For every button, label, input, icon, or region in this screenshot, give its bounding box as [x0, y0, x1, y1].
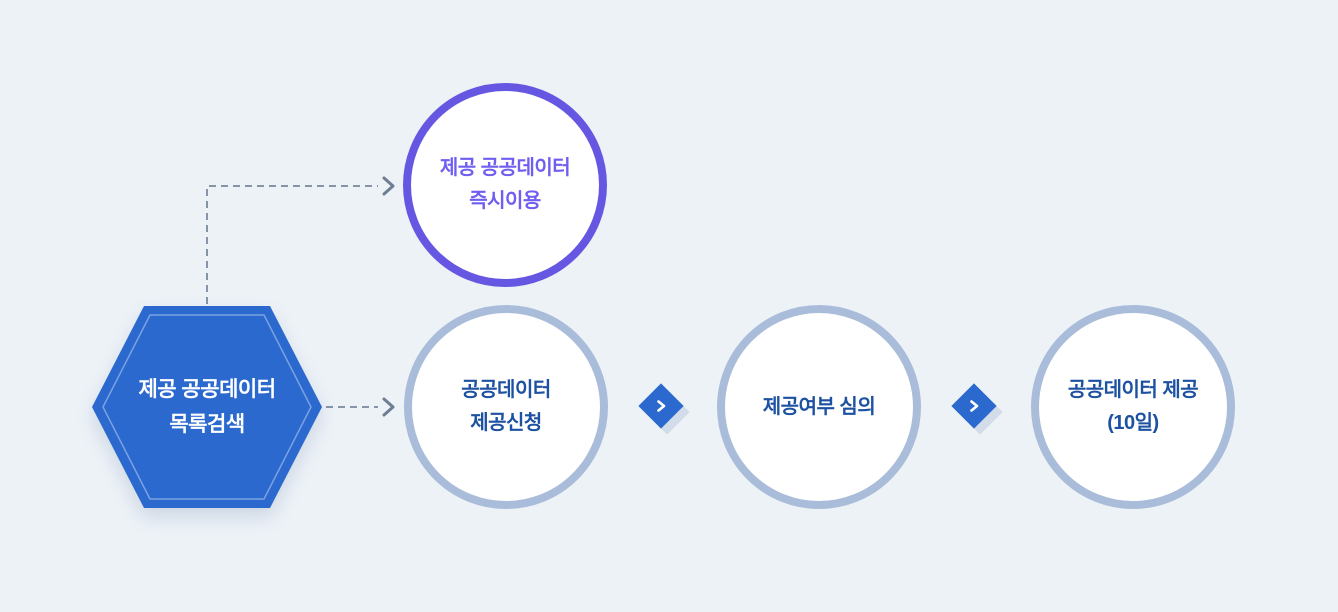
apply-label: 공공데이터 제공신청 [461, 374, 551, 440]
provide-label-line2: (10일) [1107, 412, 1159, 434]
hexagon-node-list-search: 제공 공공데이터 목록검색 [92, 306, 322, 508]
circle-node-provide: 공공데이터 제공 (10일) [1031, 305, 1235, 509]
dashed-connector-top [206, 185, 378, 304]
hexagon-label-line2: 목록검색 [169, 413, 245, 436]
apply-label-line1: 공공데이터 [461, 379, 551, 401]
hexagon-label-line1: 제공 공공데이터 [138, 378, 276, 401]
apply-label-line2: 제공신청 [470, 412, 542, 434]
chevron-right-icon [970, 400, 979, 412]
circle-node-review: 제공여부 심의 [717, 305, 921, 509]
review-label-line1: 제공여부 심의 [762, 395, 876, 418]
chevron-right-icon [382, 397, 395, 417]
review-label: 제공여부 심의 [762, 391, 876, 424]
provide-label: 공공데이터 제공 (10일) [1067, 374, 1199, 440]
hexagon-label: 제공 공공데이터 목록검색 [92, 306, 322, 508]
chevron-right-icon [657, 400, 666, 412]
circle-node-apply: 공공데이터 제공신청 [404, 305, 608, 509]
circle-node-instant-use: 제공 공공데이터 즉시이용 [403, 83, 607, 287]
hexagon-shape [92, 306, 322, 508]
chevron-right-icon [382, 176, 395, 196]
instant-use-label-line2: 즉시이용 [469, 190, 541, 212]
provide-label-line1: 공공데이터 제공 [1067, 379, 1199, 401]
diamond-arrow-1 [638, 383, 690, 435]
diamond-arrow-2 [951, 383, 1003, 435]
instant-use-label: 제공 공공데이터 즉시이용 [439, 152, 571, 218]
instant-use-label-line1: 제공 공공데이터 [439, 157, 571, 179]
